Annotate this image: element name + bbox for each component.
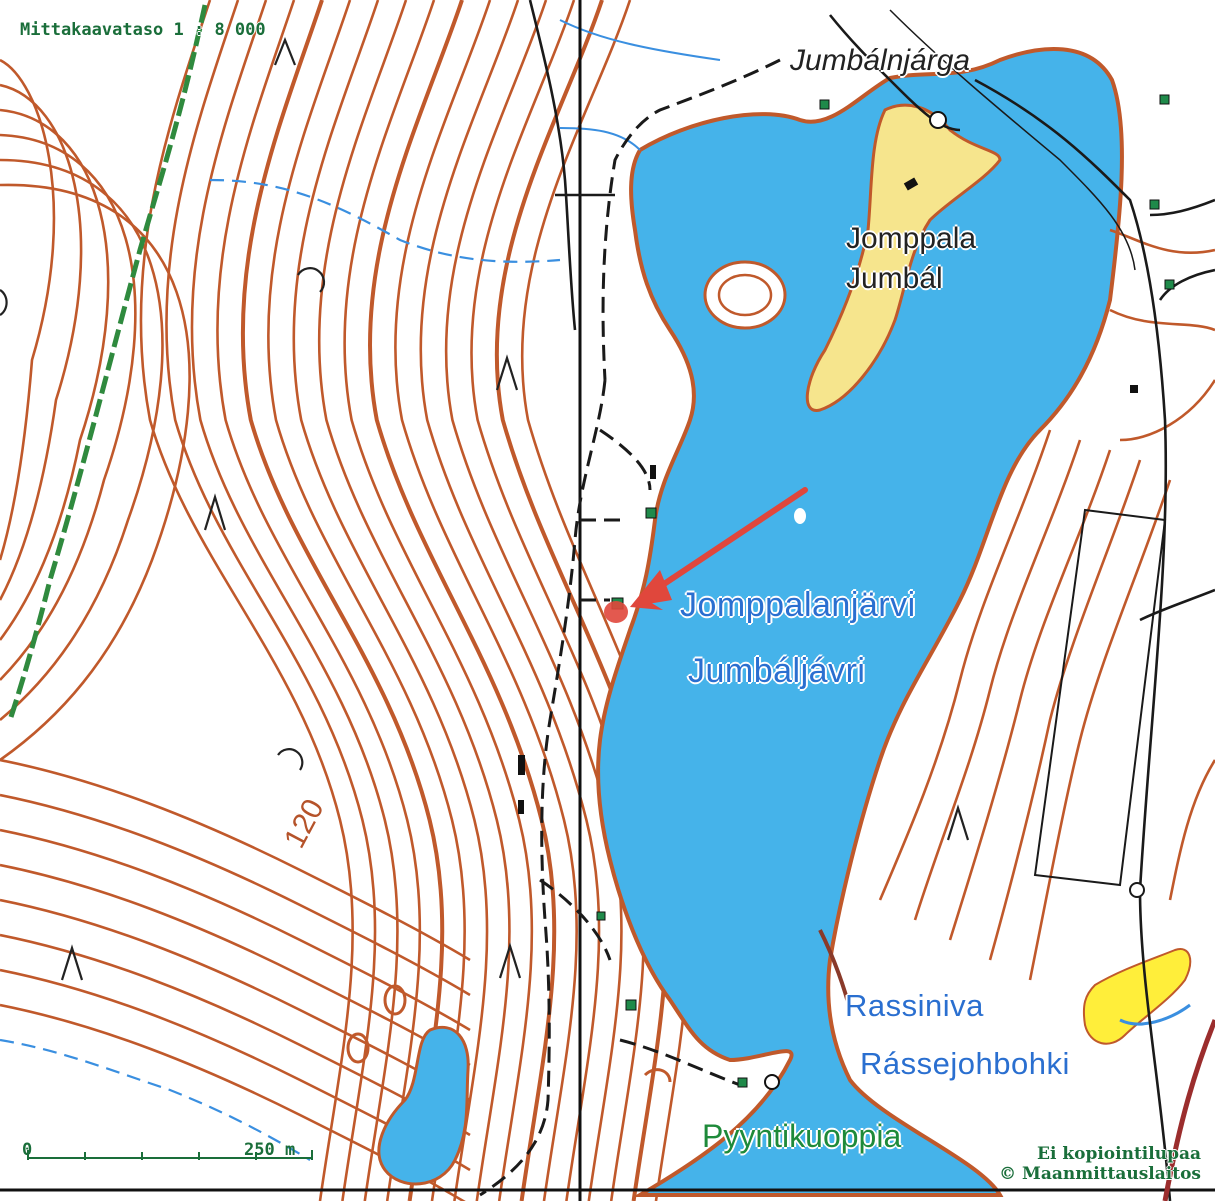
contour-line — [0, 183, 191, 762]
scalebar-end-label: 250 m — [244, 1140, 296, 1160]
contour-line — [368, 0, 557, 1201]
island-small — [703, 260, 787, 330]
contour-line — [444, 0, 623, 1201]
contour-line — [216, 0, 422, 1201]
place-label-rassejohbohki: Rássejohbohki — [860, 1046, 1070, 1081]
contour-line — [0, 793, 471, 997]
scale-bar — [27, 1150, 313, 1160]
contour-line — [470, 0, 646, 1201]
field-jomppala — [805, 103, 1002, 412]
copyright-line-1: Ei kopiointilupaa — [1037, 1144, 1201, 1164]
place-label-jumbal: Jumbál — [846, 262, 943, 295]
field-southeast — [1082, 948, 1192, 1045]
copyright-line-2: © Maanmittauslaitos — [999, 1164, 1201, 1184]
marker-target-building — [604, 601, 628, 623]
lake-small-southwest — [377, 1025, 470, 1186]
contour-line — [240, 0, 445, 1201]
scale-level-label: Mittakaavataso 1 : 8 000 — [20, 20, 266, 40]
contour-line — [343, 0, 534, 1201]
site-label-pyyntikuoppia: Pyyntikuoppia — [702, 1118, 902, 1154]
contour-line — [394, 0, 578, 1201]
contour-line — [0, 83, 83, 601]
contour-line — [0, 828, 471, 1032]
contour-line — [317, 0, 511, 1201]
copyright-notice: Ei kopiointilupaa © Maanmittauslaitos — [999, 1144, 1201, 1184]
contour-line — [292, 0, 489, 1201]
boundary-line — [7, 4, 208, 721]
contour-line — [0, 758, 471, 962]
lake-label-jumbaljavri: Jumbáljávri — [688, 652, 866, 690]
lake-jomppalanjarvi — [596, 46, 1124, 1197]
place-label-jumbalnjarga: Jumbálnjárga — [790, 44, 971, 77]
place-label-rassiniva: Rassiniva — [845, 988, 984, 1023]
contour-line — [419, 0, 601, 1201]
lake-label-jomppalanjarvi: Jomppalanjärvi — [680, 586, 916, 624]
contour-line — [0, 158, 164, 721]
location-arrow — [630, 487, 808, 610]
contour-line — [0, 898, 471, 1102]
contour-line — [0, 108, 110, 641]
contour-line — [190, 0, 399, 1201]
contour-line — [165, 0, 377, 1201]
contour-line — [0, 863, 471, 1067]
contour-line — [0, 58, 56, 561]
contour-line — [0, 133, 137, 681]
scalebar-start-label: 0 — [22, 1140, 33, 1160]
place-label-jomppala: Jomppala — [846, 222, 977, 255]
